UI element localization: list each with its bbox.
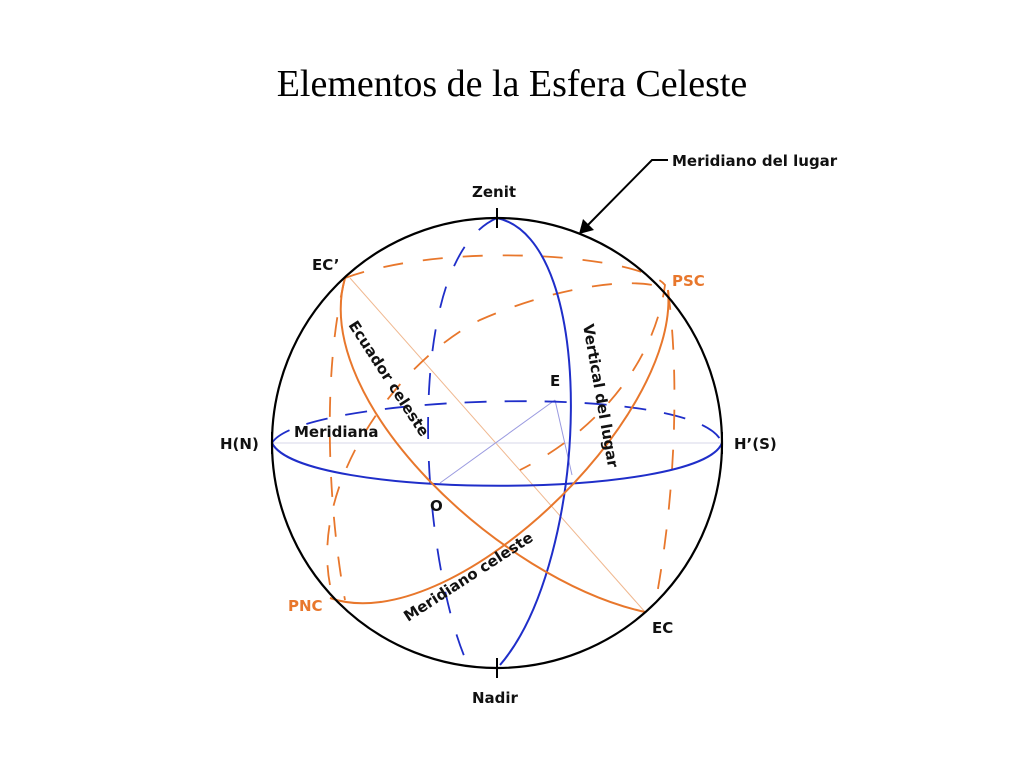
label-pnc: PNC [288,597,323,615]
celestial-meridian-back-dashed [326,282,669,586]
vertical-back-dashed [427,217,498,666]
label-psc: PSC [672,272,705,290]
celestial-axis-line [349,277,646,613]
label-zenit: Zenit [472,183,516,201]
label-o: O [430,497,443,515]
meridiano-celeste-circle [329,289,670,605]
label-meridiano-del-lugar: Meridiano del lugar [672,152,838,170]
ecuador-celeste-circle [339,277,646,613]
meridiano-pointer-line [584,159,668,229]
label-ec: EC [652,619,673,637]
east-point-line [439,399,556,484]
label-h-s: H’(S) [734,435,777,453]
label-ec-prime: EC’ [312,256,340,274]
celestial-meridian-back-dashed-lower [654,289,676,606]
horizon-circle [271,442,723,487]
vertical-del-lugar-circle [496,217,572,666]
slide-title: Elementos de la Esfera Celeste [276,63,748,105]
label-vertical-del-lugar: Vertical del lugar [579,323,622,470]
label-h-n: H(N) [220,435,259,453]
label-e: E [550,372,560,390]
equator-back-dashed-lower [328,277,346,601]
equator-back-dashed [344,254,666,471]
label-nadir: Nadir [472,689,519,707]
label-meridiano-celeste: Meridiano celeste [400,528,536,625]
meridiano-pointer-arrowhead [579,219,594,234]
label-meridiana: Meridiana [294,423,378,441]
